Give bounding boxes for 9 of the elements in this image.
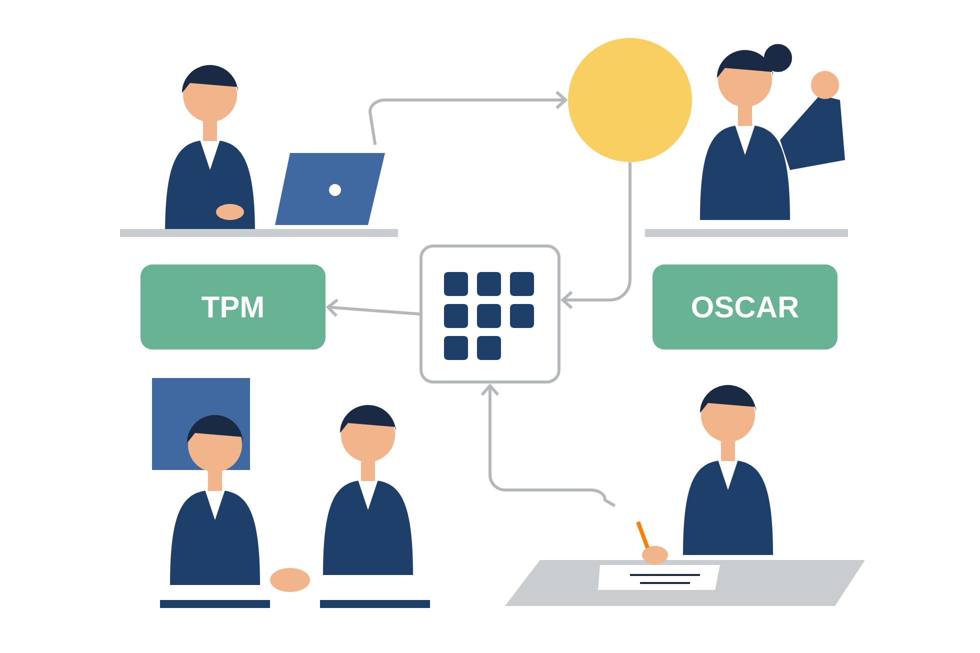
arrow xyxy=(560,162,632,310)
man-signing-drawing xyxy=(505,385,865,606)
grid-icon-box xyxy=(420,244,560,384)
circle xyxy=(568,38,692,162)
arrow xyxy=(368,90,568,146)
label-box: TPM xyxy=(140,264,326,350)
woman-at-laptop-drawing xyxy=(120,65,398,237)
arrow xyxy=(326,298,420,317)
label-box: OSCAR xyxy=(652,264,838,350)
